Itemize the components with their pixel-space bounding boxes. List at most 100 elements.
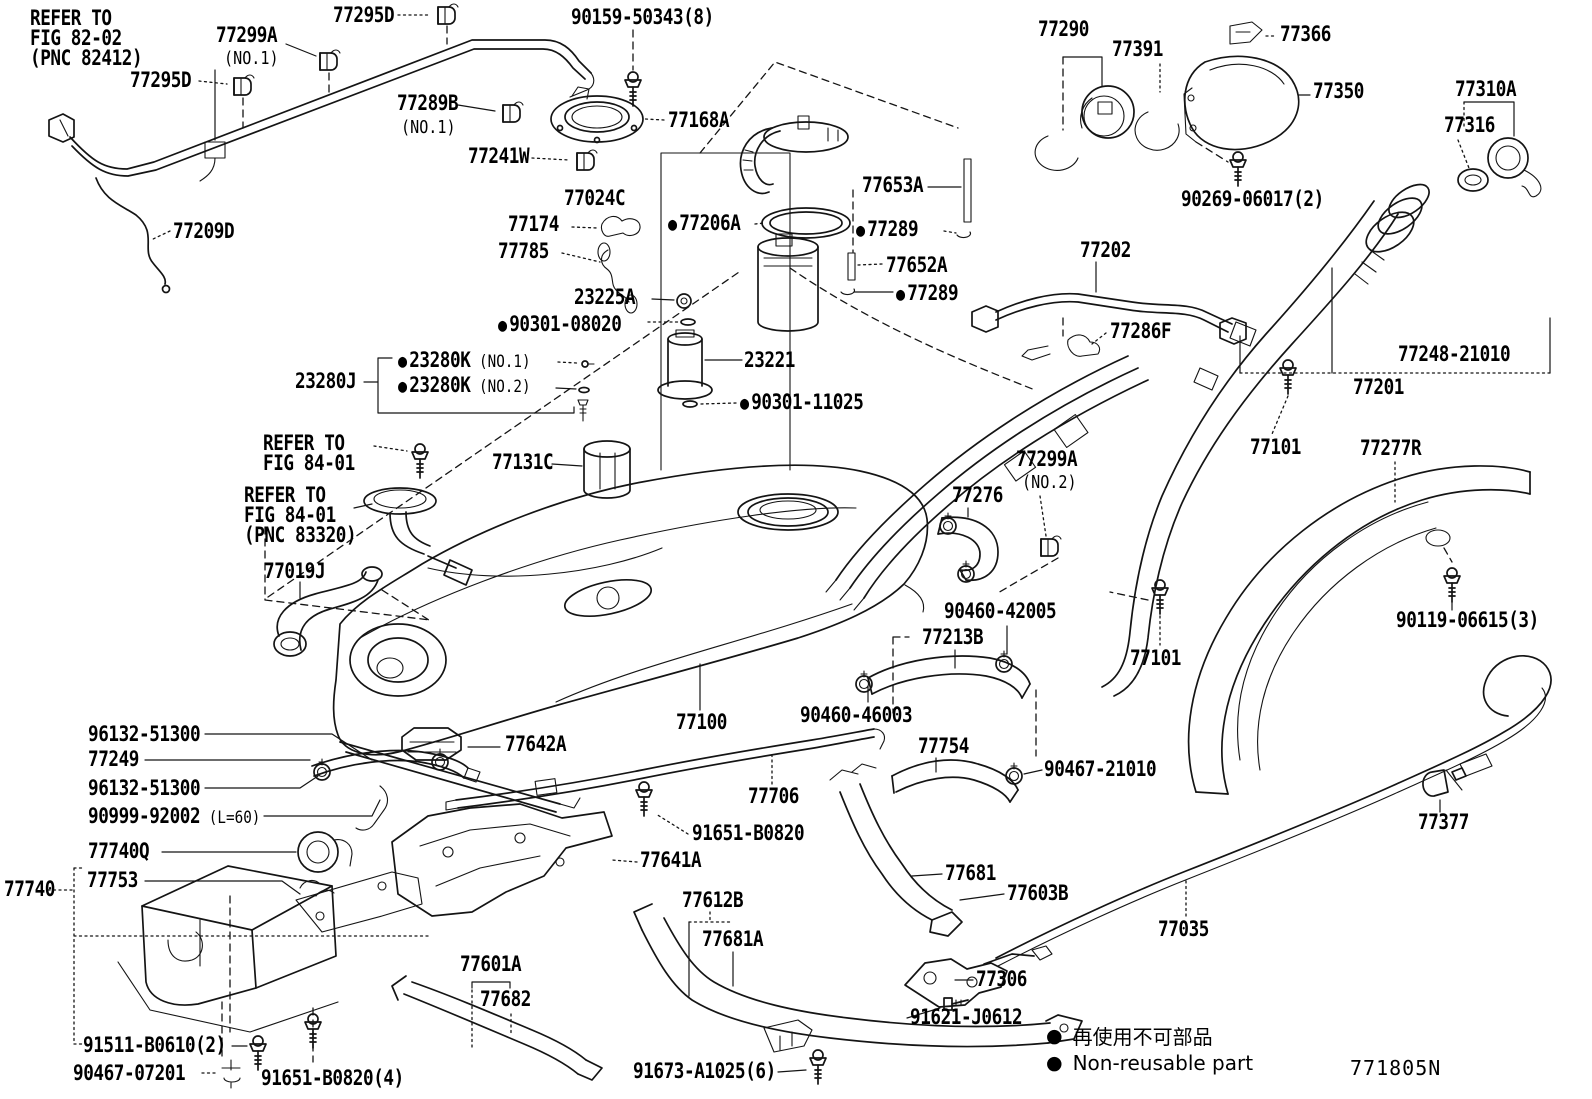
part-label-77289-a: ●77289 — [856, 217, 919, 241]
fuel-sender-art — [264, 269, 743, 621]
pipe-clips-art — [198, 3, 642, 171]
part-label-77653A: 77653A — [862, 173, 924, 197]
part-label-77391: 77391 — [1112, 37, 1164, 61]
part-label-77101-a: 77101 — [1250, 435, 1302, 459]
part-label-77277R: 77277R — [1360, 436, 1422, 460]
part-label-77299A-no1-sub: (NO.1) — [224, 48, 279, 69]
part-label-77174: 77174 — [508, 212, 560, 236]
part-label-90301-08020: ●90301-08020 — [498, 312, 622, 336]
part-label-90460-46003: 90460-46003 — [800, 703, 913, 727]
filler-shield-art — [1187, 461, 1531, 795]
part-label-96132-51300-a: 96132-51300 — [88, 722, 201, 746]
legend-text-jp: 再使用不可部品 — [1072, 1025, 1213, 1049]
part-label-77754: 77754 — [918, 734, 970, 758]
part-label-77681: 77681 — [945, 861, 997, 885]
non-reusable-bullet-icon: ● — [668, 214, 677, 235]
part-label-77785: 77785 — [498, 239, 550, 263]
tank-straps-art — [391, 763, 1083, 1085]
front-fuel-line-art — [48, 39, 595, 294]
part-label-90460-42005: 90460-42005 — [944, 599, 1057, 623]
part-label-77289-b: ●77289 — [896, 281, 959, 305]
part-label-77289B: 77289B — [397, 91, 459, 115]
part-label-96132-51300-b: 96132-51300 — [88, 776, 201, 800]
part-label-91621-J0612: 91621-J0612 — [910, 1005, 1023, 1029]
part-label-77740: 77740 — [4, 877, 56, 901]
fuel-tank-art — [332, 464, 929, 813]
part-label-90301-11025: ●90301-11025 — [740, 390, 864, 414]
breather-tube-art — [445, 728, 886, 811]
non-reusable-bullet-icon: ● — [896, 284, 905, 305]
breather-hose-art — [273, 566, 433, 657]
legend-row-en: ● Non-reusable part — [1046, 1049, 1253, 1076]
non-reusable-bullet-icon: ● — [856, 220, 865, 241]
pump-internals-art — [363, 215, 743, 499]
part-label-77248-21010: 77248-21010 — [1398, 342, 1511, 366]
part-label-77310A: 77310A — [1455, 77, 1517, 101]
part-label-77201: 77201 — [1353, 375, 1405, 399]
part-label-23280K-1: ●23280K (NO.1) — [398, 348, 531, 373]
part-label-77202: 77202 — [1080, 238, 1132, 262]
part-label-77706: 77706 — [748, 784, 800, 808]
part-label-77209D: 77209D — [173, 219, 235, 243]
part-label-77642A: 77642A — [505, 732, 567, 756]
non-reusable-bullet-icon: ● — [1046, 1024, 1063, 1047]
part-label-77035: 77035 — [1158, 917, 1210, 941]
part-label-77206A: ●77206A — [668, 211, 741, 235]
part-label-77316: 77316 — [1444, 113, 1496, 137]
part-label-90159-50343: 90159-50343(8) — [571, 5, 714, 29]
part-label-77306: 77306 — [976, 967, 1028, 991]
part-label-77295D-a: 77295D — [333, 3, 395, 27]
non-reusable-bullet-icon: ● — [1046, 1051, 1063, 1074]
part-label-23221: 23221 — [744, 348, 796, 372]
part-label-77100: 77100 — [676, 710, 728, 734]
fuel-lid-art — [1034, 21, 1311, 187]
part-label-90119-06615: 90119-06615(3) — [1396, 608, 1539, 632]
part-label-77290: 77290 — [1038, 17, 1090, 41]
legend-text-en: Non-reusable part — [1072, 1050, 1254, 1075]
part-label-90269-06017: 90269-06017(2) — [1181, 187, 1324, 211]
part-label-77366: 77366 — [1280, 22, 1332, 46]
part-label-77131C: 77131C — [492, 450, 554, 474]
part-label-77652A: 77652A — [886, 253, 948, 277]
part-label-77612B: 77612B — [682, 888, 744, 912]
diagram-code: 771805N — [1350, 1056, 1442, 1080]
canister-art — [47, 733, 481, 1089]
non-reusable-bullet-icon: ● — [498, 315, 507, 336]
part-label-77641A: 77641A — [640, 848, 702, 872]
part-label-23280K-2: ●23280K (NO.2) — [398, 373, 531, 398]
filler-pipe-art — [1101, 101, 1551, 697]
part-label-77601A: 77601A — [460, 952, 522, 976]
part-label-23280J: 23280J — [295, 369, 357, 393]
part-label-77299A-no2-sub: (NO.2) — [1022, 472, 1077, 493]
part-label-91511-B0610: 91511-B0610(2) — [83, 1033, 226, 1057]
part-label-77024C: 77024C — [564, 186, 626, 210]
part-label-77295D-b: 77295D — [130, 68, 192, 92]
part-label-77249: 77249 — [88, 747, 140, 771]
part-label-77753: 77753 — [87, 868, 139, 892]
part-label-77213B: 77213B — [922, 625, 984, 649]
legend-row-jp: ● 再使用不可部品 — [1046, 1022, 1253, 1050]
part-label-77286F: 77286F — [1110, 319, 1172, 343]
fuel-pump-plate-art — [550, 86, 665, 144]
part-label-77682: 77682 — [480, 987, 532, 1011]
part-label-77377: 77377 — [1418, 810, 1470, 834]
release-cable-art — [995, 655, 1552, 967]
part-label-77168A: 77168A — [668, 108, 730, 132]
part-label-23225A: 23225A — [574, 285, 636, 309]
pump-module-art — [660, 61, 1036, 471]
part-label-77019J: 77019J — [264, 559, 326, 583]
part-label-77681A: 77681A — [702, 927, 764, 951]
fuel-tube-bundle-art — [825, 355, 1297, 803]
tank-protector-art — [391, 781, 689, 917]
part-label-91673-A1025: 91673-A1025(6) — [633, 1059, 776, 1083]
part-label-77289B-sub: (NO.1) — [401, 117, 456, 138]
vent-tube-art — [971, 261, 1247, 361]
part-label-77603B: 77603B — [1007, 881, 1069, 905]
part-label-77350: 77350 — [1313, 79, 1365, 103]
part-label-77740Q: 77740Q — [88, 839, 150, 863]
